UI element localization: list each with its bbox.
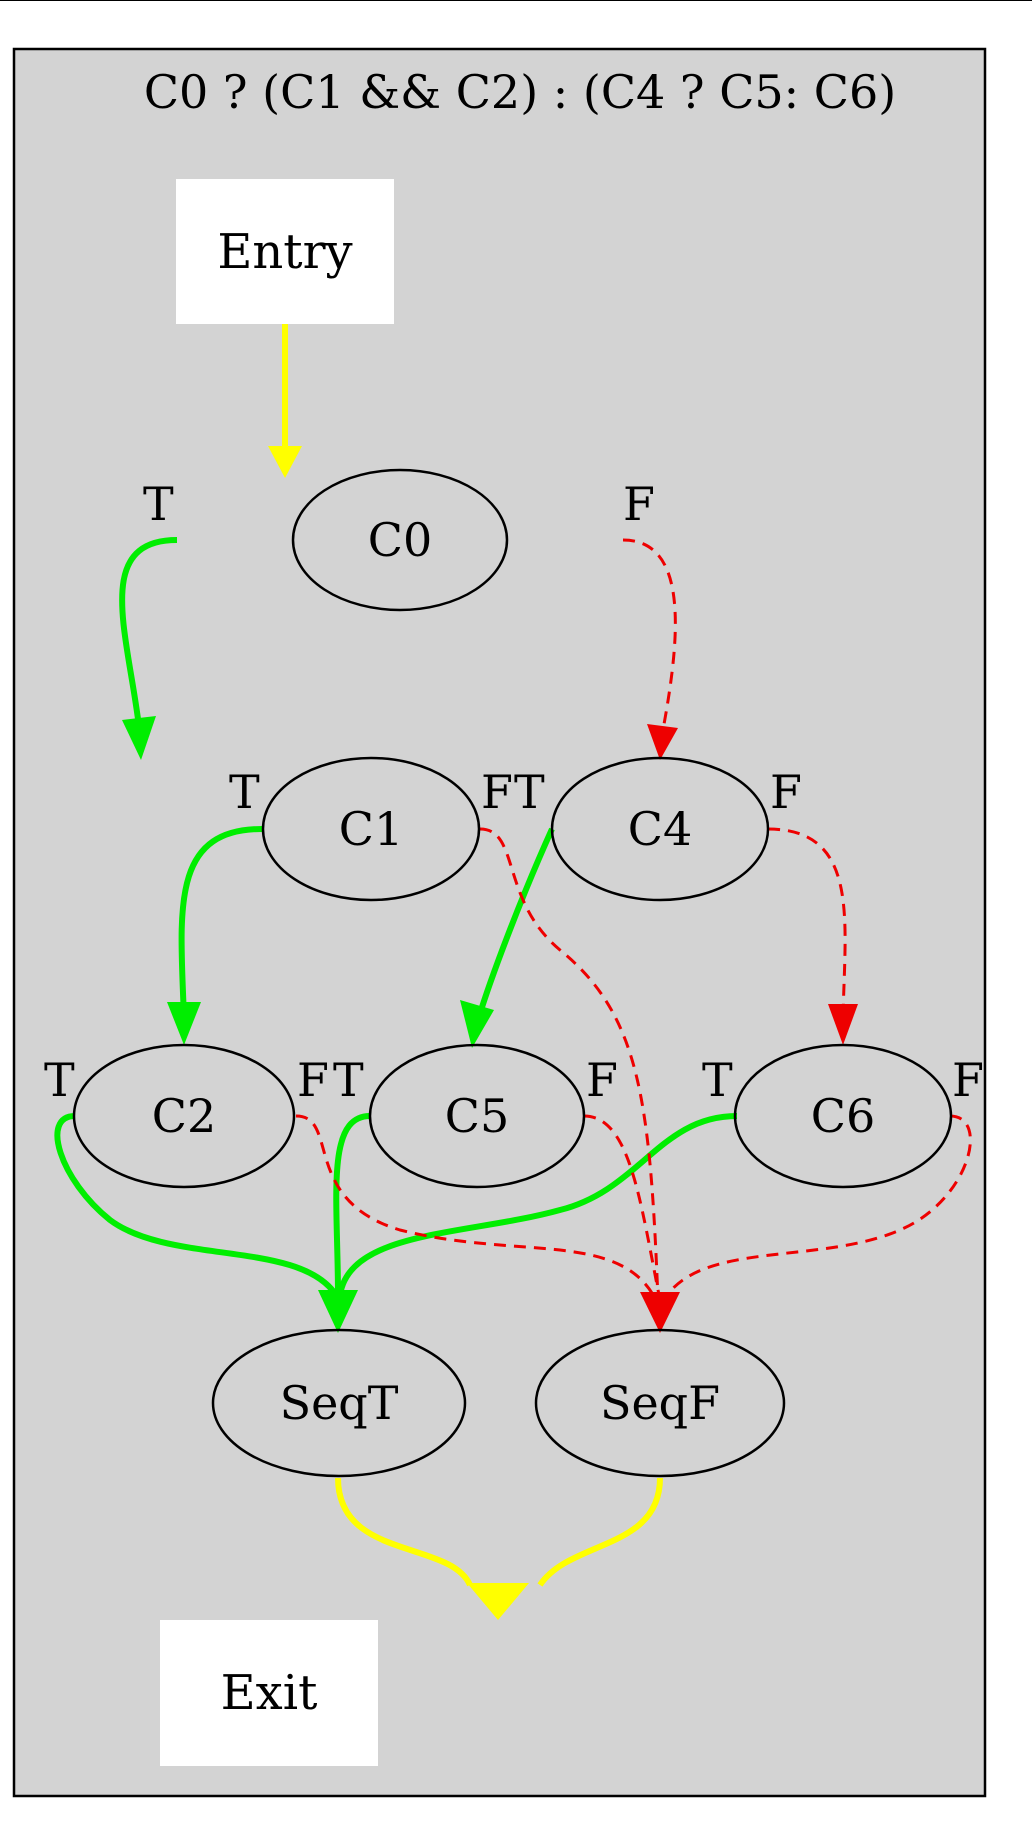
c4-false-port: F xyxy=(770,765,802,819)
edge-c1-seqf-false xyxy=(479,827,660,1301)
c2-false-port: F xyxy=(297,1053,329,1107)
c0-false-port: F xyxy=(623,477,655,531)
entry-label: Entry xyxy=(217,224,352,280)
c0-label: C0 xyxy=(368,513,432,567)
c5-label: C5 xyxy=(445,1089,509,1143)
arrow-to-exit xyxy=(467,1583,529,1620)
edge-c6-seqt-true xyxy=(337,1113,738,1296)
c5-false-port: F xyxy=(586,1053,618,1107)
edge-seqt-exit xyxy=(335,1477,473,1587)
edge-c1-c2-true xyxy=(178,826,263,1019)
c4-true-port: T xyxy=(514,765,545,819)
exit-label: Exit xyxy=(221,1665,318,1721)
edge-c0-c1-true xyxy=(119,537,178,736)
seqt-node xyxy=(211,1328,467,1478)
c1-true-port: T xyxy=(229,765,260,819)
edge-seqf-exit xyxy=(537,1477,663,1587)
seqf-node xyxy=(534,1328,786,1478)
arrow-c0-c1 xyxy=(122,716,156,760)
arrow-c0-c4 xyxy=(647,724,678,760)
edge-c0-c4-false xyxy=(622,538,677,736)
c2-label: C2 xyxy=(152,1089,216,1143)
exit-node xyxy=(160,1620,378,1766)
c6-node xyxy=(733,1043,953,1189)
arrow-c4-c5 xyxy=(460,1000,494,1048)
c0-node xyxy=(291,468,509,612)
c2-true-port: T xyxy=(44,1053,75,1107)
cluster-title: C0 ? (C1 && C2) : (C4 ? C5: C6) xyxy=(144,65,896,119)
c6-false-port: F xyxy=(952,1053,984,1107)
c1-node xyxy=(261,756,481,902)
seqt-label: SeqT xyxy=(280,1376,399,1430)
edge-c6-seqf-false xyxy=(662,1114,972,1301)
edge-c4-c6-false xyxy=(767,827,847,1019)
c6-label: C6 xyxy=(811,1089,875,1143)
top-border-line xyxy=(0,0,1032,1)
c5-true-port: T xyxy=(333,1053,364,1107)
cluster-box xyxy=(12,47,987,1798)
edge-c5-seqt-true xyxy=(333,1113,371,1296)
seqf-label: SeqF xyxy=(600,1376,720,1430)
c1-false-port: F xyxy=(481,765,513,819)
arrow-to-seqf xyxy=(640,1292,680,1333)
arrow-entry-c0 xyxy=(268,446,302,478)
c0-true-port: T xyxy=(143,477,174,531)
edge-c2-seqf-false xyxy=(295,1114,658,1301)
c4-label: C4 xyxy=(628,802,692,856)
arrow-c4-c6 xyxy=(828,1004,858,1045)
c4-node xyxy=(550,756,770,902)
c6-true-port: T xyxy=(702,1053,733,1107)
c5-node xyxy=(368,1043,586,1189)
entry-node xyxy=(176,179,394,324)
edge-c2-seqt-true xyxy=(54,1113,339,1297)
edge-c4-c5-true xyxy=(475,827,555,1021)
c1-label: C1 xyxy=(339,802,403,856)
c2-node xyxy=(72,1043,296,1189)
arrow-to-seqt xyxy=(318,1290,358,1333)
arrow-c1-c2 xyxy=(167,1002,201,1045)
